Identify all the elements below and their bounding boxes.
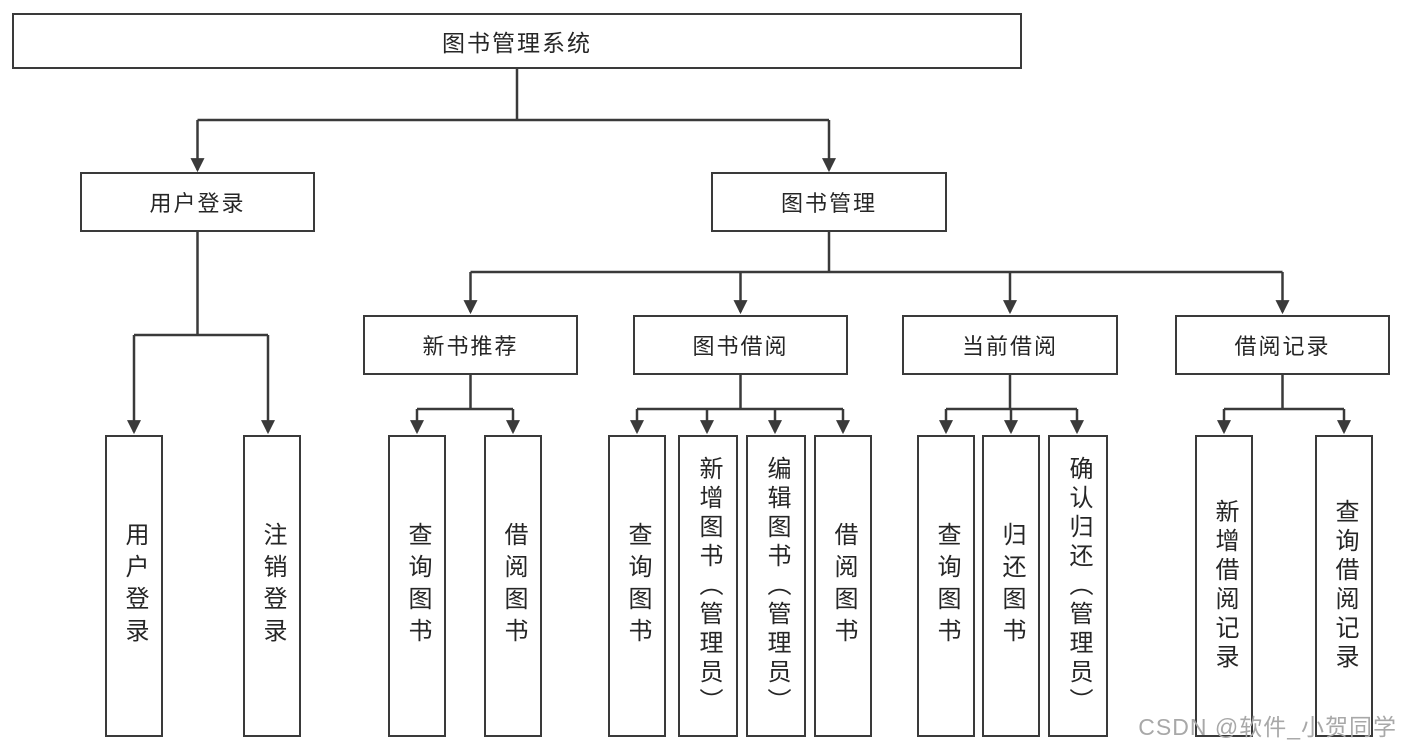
- leaf-query-borrow-record: 查询借阅记录: [1315, 435, 1373, 737]
- node-root-system: 图书管理系统: [12, 13, 1022, 69]
- leaf-borrow-books: 借阅图书: [814, 435, 872, 737]
- leaf-current-query-books: 查询图书: [917, 435, 975, 737]
- leaf-newbook-query-books: 查询图书: [388, 435, 446, 737]
- node-borrowing-records: 借阅记录: [1175, 315, 1390, 375]
- leaf-logout: 注销登录: [243, 435, 301, 737]
- node-book-borrowing: 图书借阅: [633, 315, 848, 375]
- leaf-borrowing-query-books: 查询图书: [608, 435, 666, 737]
- leaf-add-books-admin: 新增图书（管理员）: [678, 435, 738, 737]
- leaf-edit-books-admin: 编辑图书（管理员）: [746, 435, 806, 737]
- leaf-newbook-borrow-books: 借阅图书: [484, 435, 542, 737]
- node-user-login: 用户登录: [80, 172, 315, 232]
- node-new-book-recommend: 新书推荐: [363, 315, 578, 375]
- leaf-return-books: 归还图书: [982, 435, 1040, 737]
- leaf-add-borrow-record: 新增借阅记录: [1195, 435, 1253, 737]
- leaf-user-login: 用户登录: [105, 435, 163, 737]
- watermark: CSDN @软件_小贺同学: [1138, 714, 1397, 740]
- node-current-borrowing: 当前借阅: [902, 315, 1118, 375]
- node-book-management: 图书管理: [711, 172, 947, 232]
- leaf-confirm-return-admin: 确认归还（管理员）: [1048, 435, 1108, 737]
